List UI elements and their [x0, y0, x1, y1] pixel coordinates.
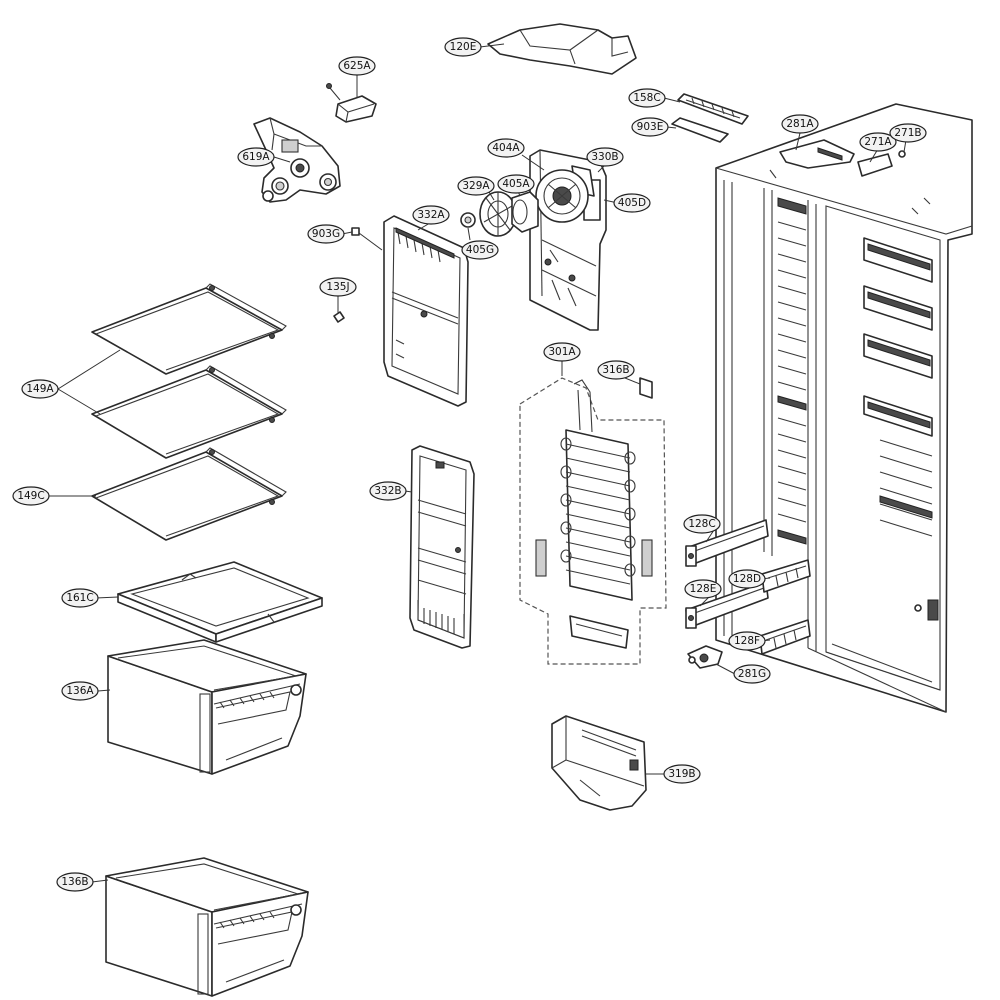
callout-619A: 619A: [237, 147, 275, 167]
part-120E-top-cover[interactable]: [487, 23, 637, 75]
part-161C-crisper-cover-frame[interactable]: [117, 561, 323, 643]
svg-text:405D: 405D: [618, 197, 646, 209]
part-281A-cabinet-body[interactable]: [715, 103, 973, 713]
svg-text:161C: 161C: [66, 592, 93, 604]
svg-text:332B: 332B: [374, 485, 401, 497]
callout-158C: 158C: [628, 88, 666, 108]
svg-text:128C: 128C: [688, 518, 715, 530]
callout-136A: 136A: [61, 681, 99, 701]
callout-404A: 404A: [487, 138, 525, 158]
svg-text:301A: 301A: [548, 346, 576, 358]
part-128F-rail[interactable]: [759, 619, 811, 655]
callout-329A: 329A: [457, 176, 495, 196]
part-903G-clip[interactable]: [351, 227, 383, 251]
callout-281A: 281A: [781, 114, 819, 134]
svg-text:271B: 271B: [894, 127, 921, 139]
part-329A-fan-blade[interactable]: [479, 191, 517, 237]
part-319B-cover[interactable]: [551, 715, 647, 811]
callout-405G: 405G: [461, 240, 499, 260]
callout-319B: 319B: [663, 764, 701, 784]
svg-text:281A: 281A: [786, 118, 814, 130]
callout-128E: 128E: [684, 579, 722, 599]
callout-316B: 316B: [597, 360, 635, 380]
part-332A-grille-cover[interactable]: [383, 215, 469, 407]
evaporator-coil-loops: [560, 437, 636, 577]
svg-text:903G: 903G: [312, 228, 340, 240]
part-135J-fastener[interactable]: [333, 311, 345, 323]
part-619A-water-valve[interactable]: [253, 117, 341, 203]
part-149A-glass-shelf-middle[interactable]: [91, 365, 287, 459]
callout-332B: 332B: [369, 481, 407, 501]
part-316B-sensor[interactable]: [639, 377, 653, 399]
callout-405A: 405A: [497, 174, 535, 194]
part-301A-evaporator-assembly[interactable]: [519, 377, 667, 665]
part-281G-hinge[interactable]: [687, 645, 723, 669]
part-330B-fan-housing[interactable]: [529, 149, 607, 331]
callout-301A: 301A: [543, 342, 581, 362]
callout-332A: 332A: [412, 205, 450, 225]
svg-text:271A: 271A: [864, 136, 892, 148]
callout-149C: 149C: [12, 486, 50, 506]
callout-405D: 405D: [613, 193, 651, 213]
callout-271A: 271A: [859, 132, 897, 152]
callout-128D: 128D: [728, 569, 766, 589]
part-625A-control-module[interactable]: [326, 83, 377, 123]
part-149A-glass-shelf-upper[interactable]: [91, 283, 287, 375]
svg-text:136B: 136B: [61, 876, 88, 888]
callout-135J: 135J: [319, 277, 357, 297]
freezer-shelf-rails: [777, 197, 807, 545]
callout-903E: 903E: [631, 117, 669, 137]
svg-text:319B: 319B: [668, 768, 695, 780]
svg-text:158C: 158C: [633, 92, 660, 104]
svg-text:128E: 128E: [690, 583, 717, 595]
callout-330B: 330B: [586, 147, 624, 167]
callout-128C: 128C: [683, 514, 721, 534]
part-405G-grommet[interactable]: [460, 212, 476, 228]
svg-text:136A: 136A: [66, 685, 94, 697]
callout-120E: 120E: [444, 37, 482, 57]
callout-281G: 281G: [733, 664, 771, 684]
part-158C-strip[interactable]: [677, 93, 749, 125]
svg-text:128D: 128D: [733, 573, 761, 585]
svg-text:404A: 404A: [492, 142, 520, 154]
svg-text:149C: 149C: [17, 490, 44, 502]
svg-text:332A: 332A: [417, 209, 445, 221]
svg-text:135J: 135J: [326, 281, 349, 293]
part-136B-crisper-drawer[interactable]: [105, 857, 309, 997]
part-128E-rail[interactable]: [685, 581, 769, 629]
callout-136B: 136B: [56, 872, 94, 892]
svg-text:128F: 128F: [734, 635, 760, 647]
callout-903G: 903G: [307, 224, 345, 244]
svg-text:405G: 405G: [466, 244, 494, 256]
callout-149A: 149A: [21, 379, 59, 399]
svg-text:149A: 149A: [26, 383, 54, 395]
fresh-food-shelf-supports: [863, 237, 933, 537]
part-903E-gasket[interactable]: [671, 117, 729, 143]
callout-271B: 271B: [889, 123, 927, 143]
callout-128F: 128F: [728, 631, 766, 651]
part-136A-crisper-drawer[interactable]: [107, 639, 307, 775]
part-128C-rail[interactable]: [685, 519, 769, 567]
callout-625A: 625A: [338, 56, 376, 76]
svg-text:619A: 619A: [242, 151, 270, 163]
callout-161C: 161C: [61, 588, 99, 608]
svg-text:625A: 625A: [343, 60, 371, 72]
part-332B-duct-cover[interactable]: [409, 445, 475, 649]
svg-text:903E: 903E: [637, 121, 664, 133]
part-128D-rail[interactable]: [761, 559, 811, 593]
svg-text:329A: 329A: [462, 180, 490, 192]
part-149C-glass-shelf[interactable]: [91, 447, 287, 541]
svg-text:281G: 281G: [738, 668, 766, 680]
svg-text:120E: 120E: [450, 41, 477, 53]
svg-text:330B: 330B: [591, 151, 618, 163]
svg-text:405A: 405A: [502, 178, 530, 190]
part-405A-fan-motor[interactable]: [511, 191, 539, 233]
svg-text:316B: 316B: [602, 364, 629, 376]
